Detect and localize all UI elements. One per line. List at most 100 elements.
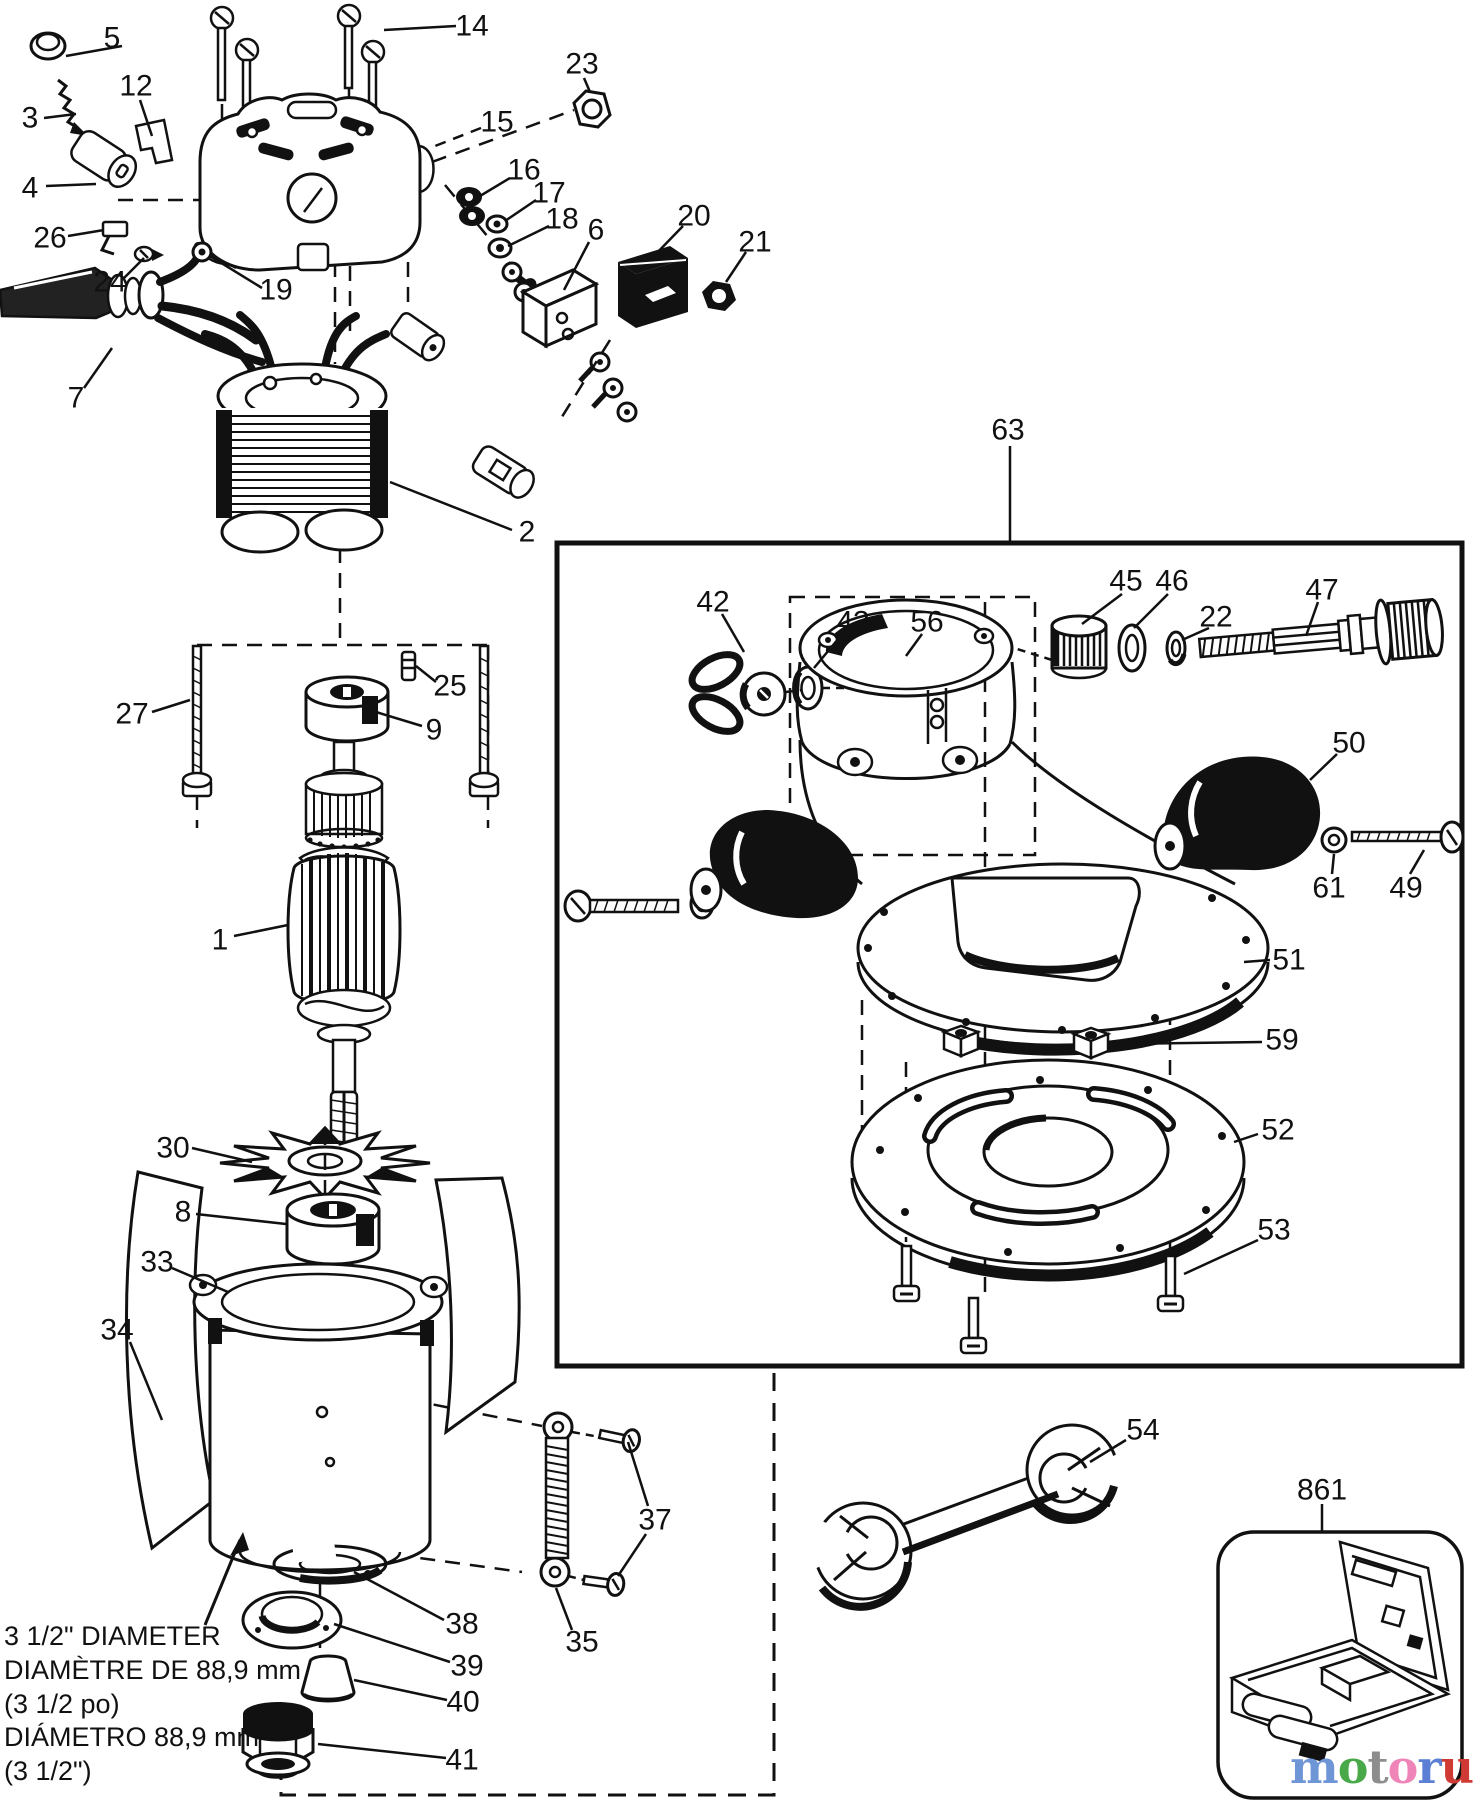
leader-line-12 [138, 99, 154, 137]
part-callout-22: 22 [1199, 601, 1232, 634]
lock-washer-38-art [272, 1537, 388, 1585]
part-callout-14: 14 [455, 10, 488, 43]
leader-line-26 [67, 228, 105, 238]
fan-art [219, 1125, 431, 1201]
part-callout-42: 42 [696, 586, 729, 619]
leader-line-18 [507, 224, 550, 248]
leader-line-33 [171, 1266, 229, 1294]
part-callout-37: 37 [638, 1504, 671, 1537]
leader-line-27 [151, 698, 191, 714]
part-callout-63: 63 [991, 414, 1024, 447]
part-callout-45: 45 [1109, 565, 1142, 598]
part-callout-61: 61 [1312, 872, 1345, 905]
sub-base-art [850, 1058, 1246, 1282]
terminal-parts-art [456, 89, 736, 499]
part-callout-53: 53 [1257, 1214, 1290, 1247]
leader-line-30 [191, 1146, 253, 1164]
screw-53-art [892, 1244, 1185, 1355]
part-callout-35: 35 [565, 1626, 598, 1659]
leader-line-1 [233, 923, 289, 938]
note-arrow [203, 1532, 249, 1626]
brush-20-art [618, 246, 688, 328]
part-callout-1: 1 [212, 924, 229, 957]
part-callout-21: 21 [738, 226, 771, 259]
leader-line-19 [209, 254, 263, 290]
armature-art [286, 740, 402, 1152]
o-ring-46-art [1117, 623, 1147, 673]
screw-49-art [1350, 820, 1465, 854]
leader-line-50 [1309, 753, 1338, 781]
part-callout-43: 43 [836, 606, 869, 639]
note-line: 3 1/2" DIAMETER [4, 1621, 221, 1651]
leader-line-24 [123, 257, 145, 279]
part-callout-47: 47 [1305, 574, 1338, 607]
part-callout-25: 25 [433, 670, 466, 703]
watermark-letter: t [1367, 1740, 1388, 1794]
part-callout-52: 52 [1261, 1114, 1294, 1147]
depth-rod-47-art [1197, 597, 1444, 666]
leader-line-61 [1330, 853, 1336, 875]
ring-39-art [241, 1590, 343, 1650]
brush-strip-art [539, 1411, 641, 1597]
brush-holder-6-art [519, 268, 600, 349]
leader-line-17 [504, 198, 537, 223]
part-callout-39: 39 [450, 1650, 483, 1683]
bolt-27-art [181, 644, 500, 798]
part-callout-27: 27 [115, 698, 148, 731]
leader-line-25 [415, 665, 437, 683]
part-callout-8: 8 [175, 1196, 192, 1229]
part-callout-46: 46 [1155, 565, 1188, 598]
part-callout-34: 34 [100, 1314, 133, 1347]
terminal-26-art [99, 220, 129, 256]
note-line: (3 1/2 po) [4, 1688, 120, 1719]
deflector-art [125, 1170, 521, 1551]
part-callout-6: 6 [588, 214, 605, 247]
eyelet-19-art [191, 241, 237, 270]
part-callout-51: 51 [1272, 944, 1305, 977]
leader-line-51 [1243, 958, 1271, 964]
leader-line-41 [317, 1742, 447, 1760]
part-callout-24: 24 [93, 266, 126, 299]
part-callout-20: 20 [677, 200, 710, 233]
leader-line-3 [43, 112, 77, 120]
knurled-nut-45-art [1050, 614, 1108, 680]
part-callout-41: 41 [445, 1744, 478, 1777]
nut-21-art [702, 281, 736, 311]
watermark-letter: u [1440, 1740, 1474, 1794]
router-base-art [795, 598, 1270, 1056]
leader-line-54 [1089, 1438, 1127, 1464]
leader-line-21 [724, 251, 748, 283]
leader-line-59 [1111, 1040, 1263, 1046]
leader-line-6 [562, 241, 591, 291]
stator-art [201, 311, 390, 554]
square-nut-59-art [940, 1024, 1112, 1060]
leader-line-8 [195, 1212, 287, 1226]
leader-line-40 [353, 1678, 448, 1702]
part-callout-30: 30 [156, 1132, 189, 1165]
leader-line-43 [813, 631, 845, 669]
leader-line-7 [82, 347, 114, 389]
part-callout-49: 49 [1389, 872, 1422, 905]
part-callout-40: 40 [446, 1686, 479, 1719]
part-callout-33: 33 [140, 1246, 173, 1279]
part-callout-861: 861 [1297, 1474, 1347, 1507]
watermark-letter: r [1417, 1740, 1441, 1794]
leader-line-45 [1081, 593, 1123, 625]
part-callout-2: 2 [519, 516, 536, 549]
motor-housing-art [188, 1262, 449, 1574]
part-callout-3: 3 [22, 102, 39, 135]
wing-nut-42-art [688, 651, 787, 735]
part-callout-19: 19 [259, 274, 292, 307]
screw-24-art [133, 245, 164, 263]
leader-line-56 [904, 633, 924, 657]
collet-40-art [300, 1654, 356, 1703]
leader-line-23 [582, 77, 592, 93]
part-callout-4: 4 [22, 172, 39, 205]
part-callout-16: 16 [507, 154, 540, 187]
part-callout-56: 56 [910, 606, 943, 639]
connector-art [390, 312, 446, 362]
part-callout-26: 26 [33, 222, 66, 255]
note-line: DIÁMETRO 88,9 mm [4, 1722, 260, 1753]
